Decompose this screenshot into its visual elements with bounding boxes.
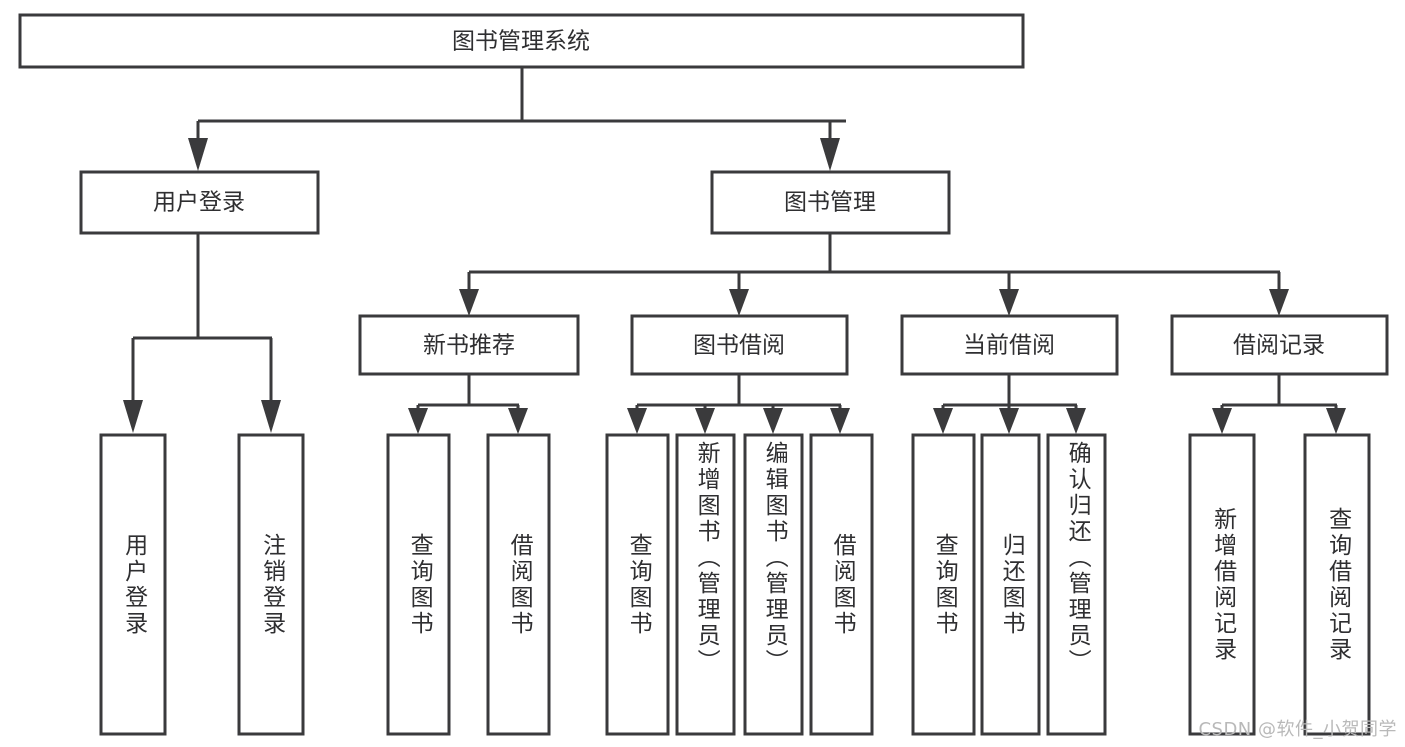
arrow-leaf-user-login xyxy=(123,400,143,433)
node-leaf-rec-query-book[interactable] xyxy=(386,433,451,736)
node-leaf-br-query-book[interactable] xyxy=(605,433,670,736)
node-new-book-recommend[interactable] xyxy=(358,314,580,376)
arrow-cu-leaf-3 xyxy=(1066,408,1086,434)
node-current-borrow[interactable] xyxy=(900,314,1119,376)
arrow-rec-leaf-2 xyxy=(508,408,528,434)
node-leaf-cu-return-book[interactable] xyxy=(980,433,1041,736)
arrow-to-book-mgmt xyxy=(820,138,840,171)
arrow-rd-leaf-1 xyxy=(1212,408,1232,434)
arrow-br-leaf-3 xyxy=(763,408,783,434)
arrow-to-current xyxy=(999,289,1019,316)
node-leaf-cu-query-book[interactable] xyxy=(911,433,976,736)
node-book-borrow[interactable] xyxy=(630,314,849,376)
node-leaf-rd-add-record[interactable] xyxy=(1188,433,1256,736)
node-root[interactable] xyxy=(18,13,1025,69)
arrow-rec-leaf-1 xyxy=(408,408,428,434)
horizontal-label-group: 图书管理系统 用户登录 图书管理 新书推荐 图书借阅 当前借阅 借阅记录 xyxy=(153,29,1325,359)
arrow-rd-leaf-2 xyxy=(1326,408,1346,434)
arrow-br-leaf-2 xyxy=(695,408,715,434)
node-leaf-rec-borrow-book[interactable] xyxy=(486,433,551,736)
label-borrow-record: 借阅记录 xyxy=(1233,333,1325,359)
node-leaf-cu-confirm-return[interactable] xyxy=(1046,433,1107,736)
label-book-management: 图书管理 xyxy=(784,190,876,216)
node-leaf-br-add-book[interactable] xyxy=(675,433,736,736)
node-leaf-logout[interactable] xyxy=(237,433,305,736)
node-book-management[interactable] xyxy=(710,170,951,235)
node-leaf-br-borrow-book[interactable] xyxy=(809,433,874,736)
arrow-br-leaf-1 xyxy=(627,408,647,434)
node-leaf-rd-query-record[interactable] xyxy=(1303,433,1371,736)
arrow-br-leaf-4 xyxy=(830,408,850,434)
arrow-to-user-login xyxy=(188,138,208,171)
label-root: 图书管理系统 xyxy=(452,29,590,55)
arrow-to-record xyxy=(1269,289,1289,316)
connector-group xyxy=(123,67,1346,434)
arrow-leaf-logout xyxy=(261,400,281,433)
node-leaf-user-login[interactable] xyxy=(99,433,167,736)
label-new-book-recommend: 新书推荐 xyxy=(423,333,515,359)
node-borrow-record[interactable] xyxy=(1170,314,1389,376)
node-leaf-br-edit-book[interactable] xyxy=(743,433,804,736)
label-current-borrow: 当前借阅 xyxy=(963,333,1055,359)
label-user-login: 用户登录 xyxy=(153,190,245,216)
arrow-to-borrow xyxy=(729,289,749,316)
arrow-to-recommend xyxy=(459,289,479,316)
label-book-borrow: 图书借阅 xyxy=(693,333,785,359)
arrow-cu-leaf-2 xyxy=(999,408,1019,434)
node-box-group xyxy=(18,13,1389,736)
csdn-watermark: CSDN @软件_小贺同学 xyxy=(1198,719,1397,740)
node-user-login[interactable] xyxy=(79,170,320,235)
arrow-cu-leaf-1 xyxy=(933,408,953,434)
